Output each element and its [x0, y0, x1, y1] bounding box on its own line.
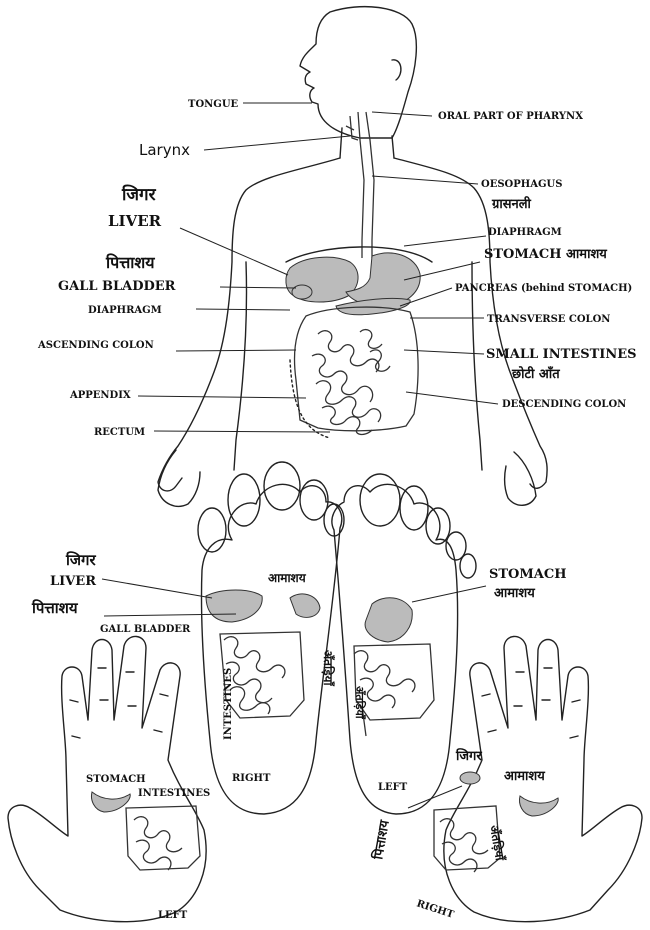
- figure-left-hand: [157, 449, 201, 508]
- label-gall-bladder: GALL BLADDER: [58, 279, 176, 294]
- label-right-hand-stomach-hi: आमाशय: [504, 769, 545, 784]
- label-foot-gall-hi: पित्ताशय: [31, 599, 79, 617]
- label-rectum: RECTUM: [94, 427, 145, 438]
- label-small-intestines-hi: छोटी आँत: [511, 366, 560, 382]
- digestive-tract: [285, 111, 433, 439]
- head-outline: [299, 6, 417, 139]
- waist-left: [233, 261, 248, 471]
- label-left-hand: LEFT: [158, 910, 188, 921]
- left-hand-intestines: [125, 805, 201, 871]
- right-foot-stomach: [289, 593, 321, 618]
- label-foot-liver-hi: जिगर: [65, 551, 96, 569]
- foot-labels: जिगर LIVER पित्ताशय GALL BLADDER STOMACH…: [31, 551, 567, 635]
- label-small-intestines: SMALL INTESTINES: [486, 347, 637, 362]
- figure-right-hand: [503, 451, 537, 506]
- right-hand-intestines: [433, 805, 501, 873]
- waist-right: [471, 261, 483, 471]
- gall-bladder-shape: [291, 284, 313, 300]
- left-hand-outline: [7, 635, 207, 923]
- label-right-hand: RIGHT: [415, 898, 455, 921]
- left-foot: अँतड़ियाँ अँतड़ियाँ LEFT: [321, 473, 477, 815]
- left-hand-stomach: [91, 791, 131, 813]
- label-oesophagus: OESOPHAGUS: [481, 179, 562, 190]
- label-left-foot: LEFT: [378, 782, 408, 793]
- right-foot-intestines: [219, 631, 305, 719]
- label-foot-gall: GALL BLADDER: [100, 624, 191, 635]
- torso-labels: TONGUE ORAL PART OF PHARYNX Larynx OESOP…: [37, 99, 637, 438]
- torso-figure: [157, 6, 548, 508]
- label-foot-liver: LIVER: [50, 574, 96, 589]
- label-diaphragm-left: DIAPHRAGM: [88, 305, 162, 316]
- label-pancreas: PANCREAS (behind STOMACH): [455, 283, 632, 294]
- label-oral-pharynx: ORAL PART OF PHARYNX: [438, 111, 583, 122]
- label-larynx: Larynx: [139, 141, 190, 159]
- label-liver: LIVER: [108, 212, 162, 230]
- label-right-hand-liver-hi: जिगर: [455, 748, 482, 764]
- left-foot-stomach: [364, 597, 413, 643]
- small-intestine-coils: [311, 328, 391, 436]
- right-foot-toes: [197, 461, 345, 553]
- label-tongue: TONGUE: [188, 99, 239, 110]
- label-foot-stomach: STOMACH: [489, 567, 567, 582]
- body-outline-right: [393, 157, 548, 489]
- label-right-foot-stomach-hi: आमाशय: [268, 571, 307, 585]
- label-descending-colon: DESCENDING COLON: [502, 399, 626, 410]
- label-left-foot-intestines-hi: अँतड़ियाँ: [353, 686, 367, 720]
- left-foot-intestines: [353, 643, 435, 737]
- body-outline-left: [157, 157, 341, 492]
- label-ascending-colon: ASCENDING COLON: [37, 340, 154, 351]
- torso-leader-lines: [137, 102, 499, 433]
- diaphragm-curve: [285, 246, 433, 263]
- label-right-foot-intestines: INTESTINES: [223, 668, 234, 740]
- label-stomach: STOMACH आमाशय: [484, 247, 607, 262]
- label-oesophagus-hi: ग्रासनली: [491, 196, 532, 212]
- left-foot-toes: [359, 473, 477, 579]
- label-liver-hi: जिगर: [121, 184, 157, 205]
- ear-outline: [391, 59, 402, 81]
- right-foot-outline: [200, 483, 343, 815]
- colon-frame: [293, 306, 419, 432]
- label-foot-stomach-hi: आमाशय: [494, 586, 535, 601]
- left-hand: STOMACH INTESTINES LEFT: [7, 635, 210, 923]
- right-foot-liver: [205, 589, 263, 623]
- right-hand-outline: [443, 635, 643, 923]
- label-right-hand-intestines-hi: अँतड़ियाँ: [487, 824, 507, 862]
- right-hand-stomach: [519, 795, 559, 817]
- right-hand-finger-creases: [481, 667, 581, 739]
- label-left-hand-intestines: INTESTINES: [138, 788, 210, 799]
- neck-outline: [339, 127, 395, 159]
- label-appendix: APPENDIX: [69, 390, 131, 401]
- label-transverse-colon: TRANSVERSE COLON: [487, 314, 610, 325]
- label-right-hand-gall-hi: पित्ताशय: [370, 819, 393, 862]
- larynx-shape: [345, 115, 359, 141]
- label-feet-intestines-hi: अँतड़ियाँ: [321, 650, 335, 687]
- oesophagus-tube: [357, 111, 375, 258]
- label-right-foot: RIGHT: [232, 773, 271, 784]
- right-hand-liver: [459, 771, 481, 785]
- abdomen-dotted: [289, 359, 331, 439]
- left-foot-outline: [331, 483, 459, 815]
- label-diaphragm-right: DIAPHRAGM: [488, 227, 562, 238]
- right-foot: INTESTINES आमाशय RIGHT: [197, 461, 345, 815]
- label-left-hand-stomach: STOMACH: [86, 774, 146, 785]
- left-hand-finger-creases: [69, 667, 169, 739]
- label-gall-hi: पित्ताशय: [105, 253, 155, 272]
